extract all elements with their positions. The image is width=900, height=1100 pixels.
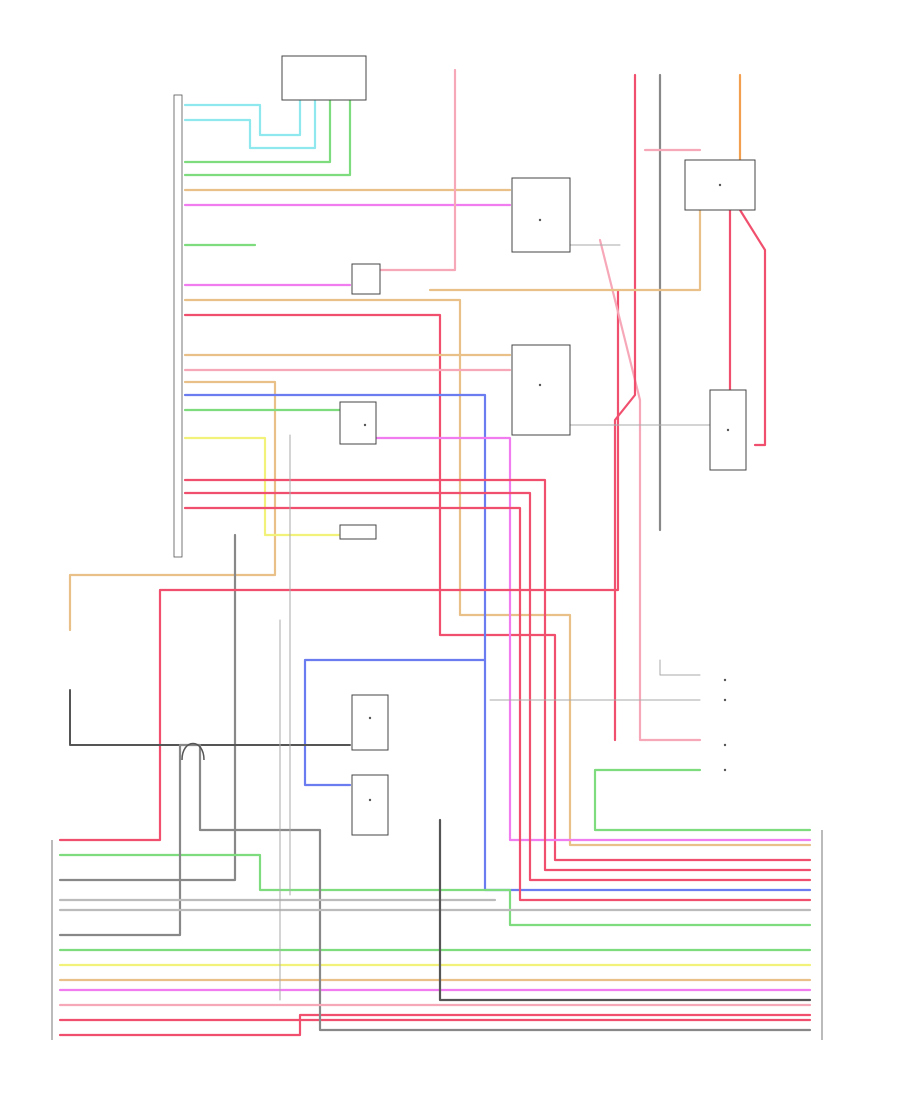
wire-blue-right: [483, 658, 812, 892]
wire-red-1: [183, 313, 812, 862]
wire-tan-down: [68, 380, 277, 632]
pin-mark: [368, 798, 372, 802]
wire-red-2: [183, 478, 812, 872]
pin-mark: [723, 678, 727, 682]
bus-gray-4: [438, 818, 812, 1002]
wire-green-1: [183, 98, 332, 164]
wire-green-br: [593, 768, 812, 832]
pin-mark: [723, 743, 727, 747]
pin-mark: [718, 183, 722, 187]
wire-magenta-comp: [373, 436, 812, 842]
pin-mark: [723, 698, 727, 702]
top-module: [281, 55, 367, 101]
wire-pink-cross: [598, 238, 702, 742]
center-component: [339, 401, 377, 445]
bus-gray-1: [58, 743, 812, 1032]
middle-module: [511, 344, 571, 436]
wire-red-left: [58, 288, 620, 842]
pin-mark: [538, 218, 542, 222]
pin-mark: [726, 428, 730, 432]
wire-pink-top: [378, 68, 457, 272]
wire-red-4: [183, 506, 812, 902]
wire-dkgray-mid: [69, 689, 351, 746]
pin-mark: [363, 423, 367, 427]
modules: [281, 55, 756, 836]
wire-blue: [183, 393, 487, 787]
bus-green-1: [58, 853, 812, 927]
wire-yellow: [183, 436, 342, 537]
bus-red-2: [58, 1013, 812, 1037]
connector-body: [173, 94, 183, 558]
splice-loop: [181, 742, 205, 761]
pin-mark: [538, 383, 542, 387]
pin-mark: [368, 716, 372, 720]
wire-thin-6: [659, 659, 701, 676]
wire-cyan-2: [183, 98, 317, 150]
wire-green-2: [183, 98, 352, 177]
wire-cyan-1: [183, 98, 302, 137]
pin-marks: [363, 183, 730, 802]
wire-tan-long: [183, 298, 812, 847]
wire-gray-bottom: [58, 533, 237, 882]
mid-component: [351, 263, 381, 295]
lower-module-2: [351, 774, 389, 836]
lower-module-1: [351, 694, 389, 751]
wire-tan-right: [428, 208, 702, 292]
upper-right-module: [511, 177, 571, 253]
pin-mark: [723, 768, 727, 772]
small-component: [339, 524, 377, 540]
wires: [58, 68, 812, 1037]
wire-red-right: [613, 73, 637, 742]
main-connector: [173, 94, 183, 558]
wire-red-r2: [738, 208, 767, 447]
wire-red-3: [183, 491, 812, 882]
